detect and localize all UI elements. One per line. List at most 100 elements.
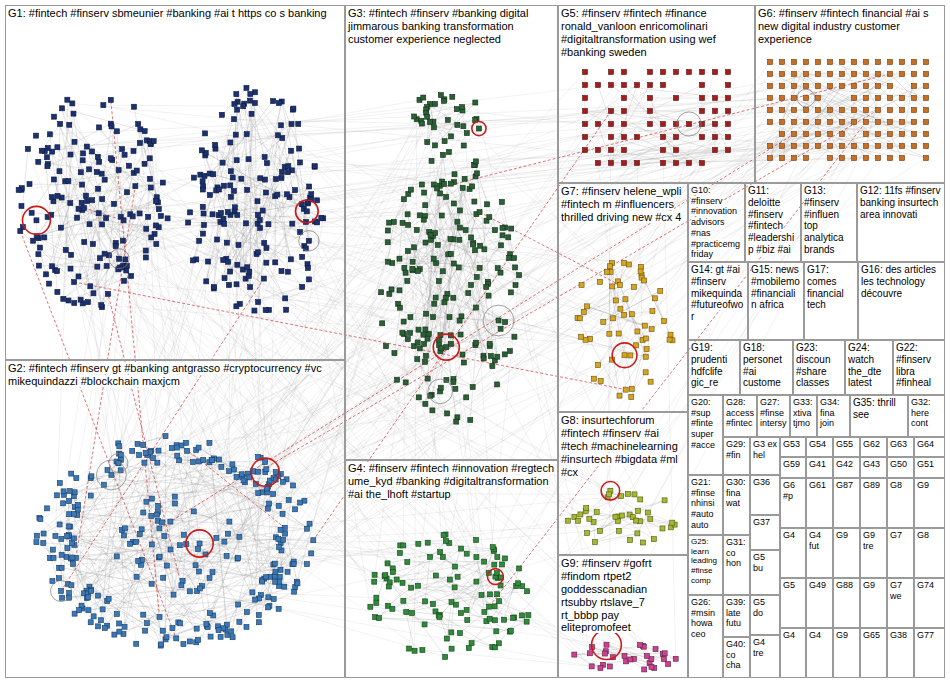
vertex-icon: [792, 132, 797, 137]
vertex-icon: [596, 363, 601, 368]
graph-edge: [424, 344, 453, 382]
graph-edge: [84, 208, 124, 220]
graph-edge: [453, 239, 644, 280]
vertex-icon: [635, 83, 640, 88]
graph-edge: [197, 586, 202, 591]
vertex-icon: [433, 230, 438, 235]
vertex-icon: [455, 219, 460, 224]
vertex-icon: [876, 108, 881, 113]
vertex-icon: [298, 160, 303, 165]
vertex-icon: [912, 60, 917, 65]
vertex-icon: [432, 301, 437, 306]
vertex-icon: [828, 120, 833, 125]
vertex-icon: [285, 170, 290, 175]
vertex-icon: [232, 117, 237, 122]
vertex-icon: [65, 97, 70, 102]
vertex-icon: [435, 242, 440, 247]
graph-edge: [159, 557, 202, 586]
vertex-icon: [852, 156, 857, 161]
vertex-icon: [804, 96, 809, 101]
vertex-icon: [888, 108, 893, 113]
vertex-icon: [200, 231, 205, 236]
graph-edge: [150, 110, 806, 141]
graph-edge: [411, 588, 511, 631]
vertex-icon: [888, 132, 893, 137]
vertex-icon: [80, 158, 85, 163]
vertex-icon: [429, 158, 434, 163]
graph-edge: [76, 204, 487, 478]
vertex-icon: [726, 135, 731, 140]
vertex-icon: [635, 329, 640, 334]
vertex-icon: [442, 98, 447, 103]
graph-edge: [83, 160, 250, 271]
vertex-icon: [461, 124, 466, 129]
vertex-icon: [445, 117, 450, 122]
vertex-icon: [900, 72, 905, 77]
graph-edge: [52, 153, 83, 266]
vertex-icon: [888, 96, 893, 101]
graph-edge: [101, 396, 430, 620]
vertex-icon: [108, 97, 113, 102]
vertex-icon: [804, 156, 809, 161]
vertex-icon: [469, 282, 474, 287]
vertex-icon: [232, 101, 237, 106]
vertex-icon: [36, 252, 41, 257]
vertex-icon: [629, 386, 634, 391]
vertex-icon: [146, 214, 151, 219]
graph-edge: [108, 294, 181, 585]
vertex-icon: [122, 152, 127, 157]
vertex-icon: [423, 353, 428, 358]
vertex-icon: [51, 177, 56, 182]
vertex-icon: [496, 318, 501, 323]
vertex-icon: [484, 284, 489, 289]
vertex-icon: [644, 347, 649, 352]
vertex-icon: [610, 316, 615, 321]
vertex-icon: [512, 256, 517, 261]
vertex-icon: [924, 144, 929, 149]
vertex-icon: [148, 185, 153, 190]
vertex-icon: [912, 108, 917, 113]
vertex-icon: [422, 341, 427, 346]
vertex-icon: [622, 260, 627, 265]
vertex-icon: [246, 157, 251, 162]
vertex-icon: [401, 197, 406, 202]
vertex-icon: [700, 122, 705, 127]
graph-edge: [453, 239, 646, 349]
vertex-icon: [448, 341, 453, 346]
vertex-icon: [460, 185, 465, 190]
vertex-icon: [661, 83, 666, 88]
graph-edge: [222, 88, 247, 115]
vertex-icon: [579, 334, 584, 339]
vertex-icon: [622, 135, 627, 140]
graph-edge: [52, 122, 890, 266]
vertex-icon: [82, 205, 87, 210]
graph-edge: [93, 138, 282, 293]
vertex-icon: [433, 295, 438, 300]
vertex-icon: [87, 167, 92, 172]
graph-edge: [181, 210, 460, 585]
vertex-icon: [674, 135, 679, 140]
vertex-icon: [439, 346, 444, 351]
vertex-icon: [190, 258, 195, 263]
vertex-icon: [490, 364, 495, 369]
graph-edge: [715, 74, 878, 98]
vertex-icon: [219, 112, 224, 117]
graph-edge: [282, 102, 304, 209]
graph-edge: [159, 134, 794, 528]
graph-edge: [480, 212, 620, 285]
vertex-icon: [662, 319, 667, 324]
vertex-icon: [122, 278, 127, 283]
vertex-icon: [75, 215, 80, 220]
vertex-icon: [39, 148, 44, 153]
vertex-icon: [617, 283, 622, 288]
vertex-icon: [876, 72, 881, 77]
vertex-icon: [444, 194, 449, 199]
vertex-icon: [924, 96, 929, 101]
graph-edge: [210, 126, 464, 173]
vertex-icon: [876, 144, 881, 149]
vertex-icon: [258, 226, 263, 231]
vertex-icon: [726, 122, 731, 127]
vertex-icon: [616, 331, 621, 336]
vertex-icon: [387, 291, 392, 296]
vertex-icon: [258, 176, 263, 181]
